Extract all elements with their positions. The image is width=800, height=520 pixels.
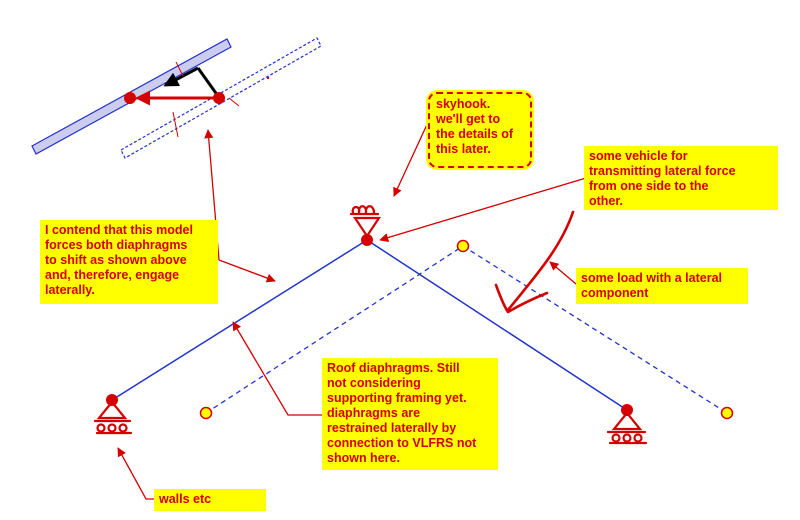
inset-black-arrow-down xyxy=(163,66,199,87)
left-roller-support-icon xyxy=(93,400,133,435)
lateral-load-note: some load with a lateral component xyxy=(576,268,748,304)
skyhook-note: skyhook. we'll get to the details of thi… xyxy=(428,92,532,168)
leader-skyhook xyxy=(393,117,431,197)
shifted-left-node xyxy=(199,406,213,420)
inset-node-right xyxy=(213,92,225,104)
right-eave-node xyxy=(621,404,633,416)
shifted-ridge-node xyxy=(456,239,470,253)
walls-note: walls etc xyxy=(154,489,266,511)
roof-diaphragm-left xyxy=(111,239,368,401)
inset-thin-red-tick-right xyxy=(228,97,240,107)
inset-shifted-diaphragm-outline xyxy=(120,37,322,159)
hand-drawn-load-arrow-icon xyxy=(494,210,575,314)
inset-black-arrow-up xyxy=(196,67,220,97)
left-eave-node xyxy=(106,394,118,406)
shifted-right-node xyxy=(720,406,734,420)
ridge-node xyxy=(361,234,373,246)
leader-vehicle xyxy=(379,177,587,242)
shifted-diaphragm-right xyxy=(462,245,728,414)
contention-note: I contend that this model forces both di… xyxy=(40,220,218,304)
leader-walls xyxy=(117,447,155,500)
right-roller-support-icon xyxy=(606,411,648,445)
leader-contend-to-diagram xyxy=(218,259,276,283)
shifted-diaphragm-left xyxy=(205,245,464,414)
inset-displacement-sketch xyxy=(31,37,322,159)
lateral-vehicle-note: some vehicle for transmitting lateral fo… xyxy=(584,146,778,210)
inset-node-left xyxy=(124,92,136,104)
roof-diaphragms-note: Roof diaphragms. Still not considering s… xyxy=(322,358,498,470)
inset-thin-red-tick-bottom xyxy=(172,111,179,138)
leader-roof xyxy=(232,321,323,416)
roof-diaphragm-right xyxy=(366,239,628,411)
leader-load xyxy=(549,261,577,285)
skyhook-support-icon xyxy=(349,205,382,238)
inset-red-speck xyxy=(266,76,270,80)
inset-thin-red-tick-top xyxy=(175,61,184,77)
